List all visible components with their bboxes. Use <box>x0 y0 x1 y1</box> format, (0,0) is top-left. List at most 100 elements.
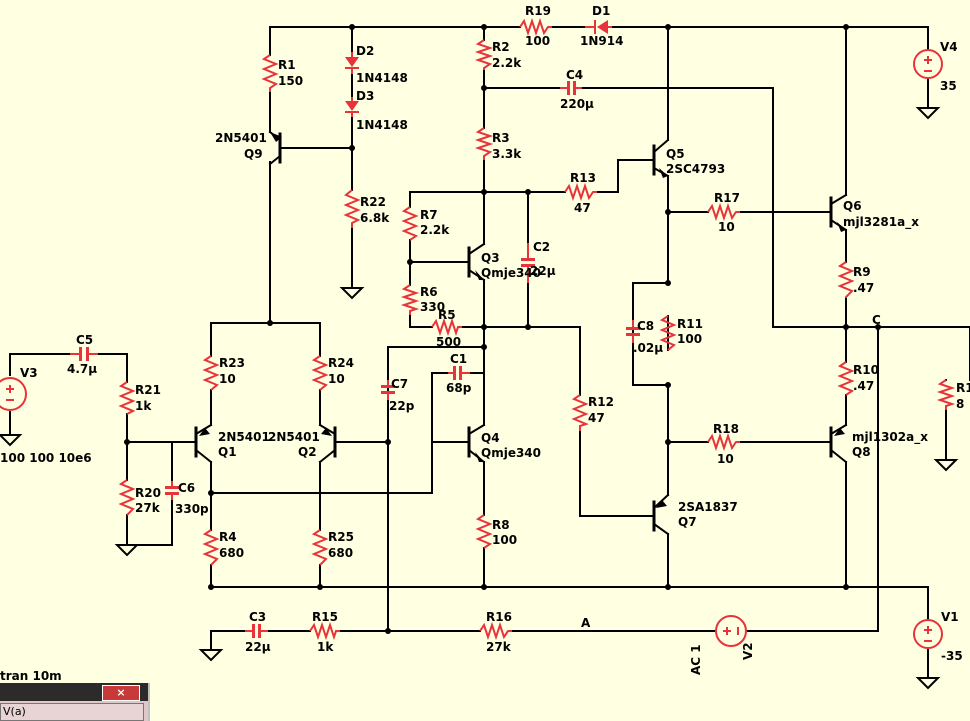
ground-icon <box>0 434 23 447</box>
Q5-symbol <box>647 138 670 178</box>
V1-label: V1 <box>941 610 959 624</box>
R12-label: R12 <box>588 395 614 409</box>
D2-label: D2 <box>356 44 374 58</box>
C4-value: 220μ <box>560 97 594 111</box>
R3-label: R3 <box>492 131 510 145</box>
R21-label: R21 <box>135 383 161 397</box>
Q4-model: Qmje340 <box>481 446 541 460</box>
Q5-label: Q5 <box>666 147 685 161</box>
Q9-model: 2N5401 <box>215 131 267 145</box>
Q6-label: Q6 <box>843 199 862 213</box>
R15-label: R15 <box>312 610 338 624</box>
R13-symbol <box>564 182 597 202</box>
R16-value: 27k <box>486 640 512 654</box>
R17-value: 10 <box>718 220 735 234</box>
R16-label: R16 <box>486 610 512 624</box>
C7-label: C7 <box>391 377 408 391</box>
waveform-window-frame: × V(a) <box>0 683 150 721</box>
R23-symbol <box>202 355 220 391</box>
ground-icon <box>198 649 224 662</box>
R15-symbol <box>309 621 340 641</box>
R1-value: 150 <box>278 74 303 88</box>
V4-value: 35 <box>940 79 957 93</box>
Q8-symbol <box>824 423 848 464</box>
C2-label: C2 <box>533 240 550 254</box>
R24-symbol <box>311 355 329 391</box>
R25-symbol <box>311 529 329 566</box>
R25-label: R25 <box>328 530 354 544</box>
Q3-model: Qmje340 <box>481 266 541 280</box>
ground-icon <box>339 287 365 300</box>
R2-label: R2 <box>492 40 510 54</box>
R23-label: R23 <box>219 356 245 370</box>
C2-value: 22μ <box>530 264 556 278</box>
Q4-label: Q4 <box>481 431 500 445</box>
Q9-label: Q9 <box>244 147 263 161</box>
transistor-symbols <box>189 130 848 536</box>
V2-value: AC 1 <box>689 644 703 675</box>
R24-label: R24 <box>328 356 354 370</box>
R22-value: 6.8k <box>360 211 390 225</box>
tran-directive[interactable]: tran 10m <box>0 669 62 683</box>
R9-symbol <box>837 261 855 298</box>
C3-symbol <box>245 624 268 638</box>
R7-label: R7 <box>420 208 438 222</box>
simulation-window: tran 10m × V(a) <box>0 669 150 721</box>
R22-label: R22 <box>360 195 386 209</box>
Q1-symbol <box>189 423 213 464</box>
R20-symbol <box>118 479 136 516</box>
trace-field[interactable]: V(a) <box>0 703 144 721</box>
R7-value: 2.2k <box>420 223 450 237</box>
D3-label: D3 <box>356 89 374 103</box>
R8-value: 100 <box>492 533 517 547</box>
Q2-symbol <box>318 423 342 464</box>
R3-value: 3.3k <box>492 147 522 161</box>
R14-symbol <box>936 379 956 410</box>
R9-value: .47 <box>853 281 874 295</box>
Q3-label: Q3 <box>481 251 500 265</box>
R4-symbol <box>202 529 220 566</box>
Q7-model: 2SA1837 <box>678 500 738 514</box>
Q7-symbol <box>647 493 670 536</box>
Q7-label: Q7 <box>678 515 697 529</box>
close-button[interactable]: × <box>102 685 140 701</box>
R19-value: 100 <box>525 34 550 48</box>
D2-symbol <box>345 52 359 74</box>
R23-value: 10 <box>219 372 236 386</box>
R2-symbol <box>474 39 494 70</box>
diode-symbols <box>345 20 612 117</box>
D1-model: 1N914 <box>580 34 623 48</box>
V3-value: 100 100 10e6 <box>0 451 92 465</box>
R13-value: 47 <box>574 201 591 215</box>
V4-label: V4 <box>940 40 958 54</box>
Q1-label: Q1 <box>218 445 237 459</box>
R18-symbol <box>707 432 740 452</box>
R18-label: R18 <box>713 422 739 436</box>
R22-symbol <box>343 189 361 228</box>
Q2-model: 2N5401 <box>268 430 320 444</box>
junctions <box>124 24 881 634</box>
R19-label: R19 <box>525 4 551 18</box>
R12-symbol <box>571 394 589 431</box>
C8-label: C8 <box>637 319 654 333</box>
net-C-label: C <box>872 313 881 327</box>
R3-symbol <box>474 127 494 160</box>
R5-label: R5 <box>438 308 456 322</box>
R4-label: R4 <box>219 530 237 544</box>
R8-label: R8 <box>492 518 510 532</box>
R19-symbol <box>519 17 552 37</box>
wires <box>9 26 970 679</box>
window-title-bar[interactable]: × <box>0 683 148 701</box>
R17-label: R17 <box>714 191 740 205</box>
resistor-symbols <box>118 17 956 641</box>
net-A-label: A <box>581 616 591 630</box>
V1-value: -35 <box>941 649 963 663</box>
Q9-symbol <box>268 130 292 166</box>
Q3-symbol <box>462 242 486 282</box>
R12-value: 47 <box>588 411 605 425</box>
C8-symbol <box>626 320 640 343</box>
C6-label: C6 <box>178 481 195 495</box>
D3-model: 1N4148 <box>356 118 408 132</box>
R6-label: R6 <box>420 285 438 299</box>
